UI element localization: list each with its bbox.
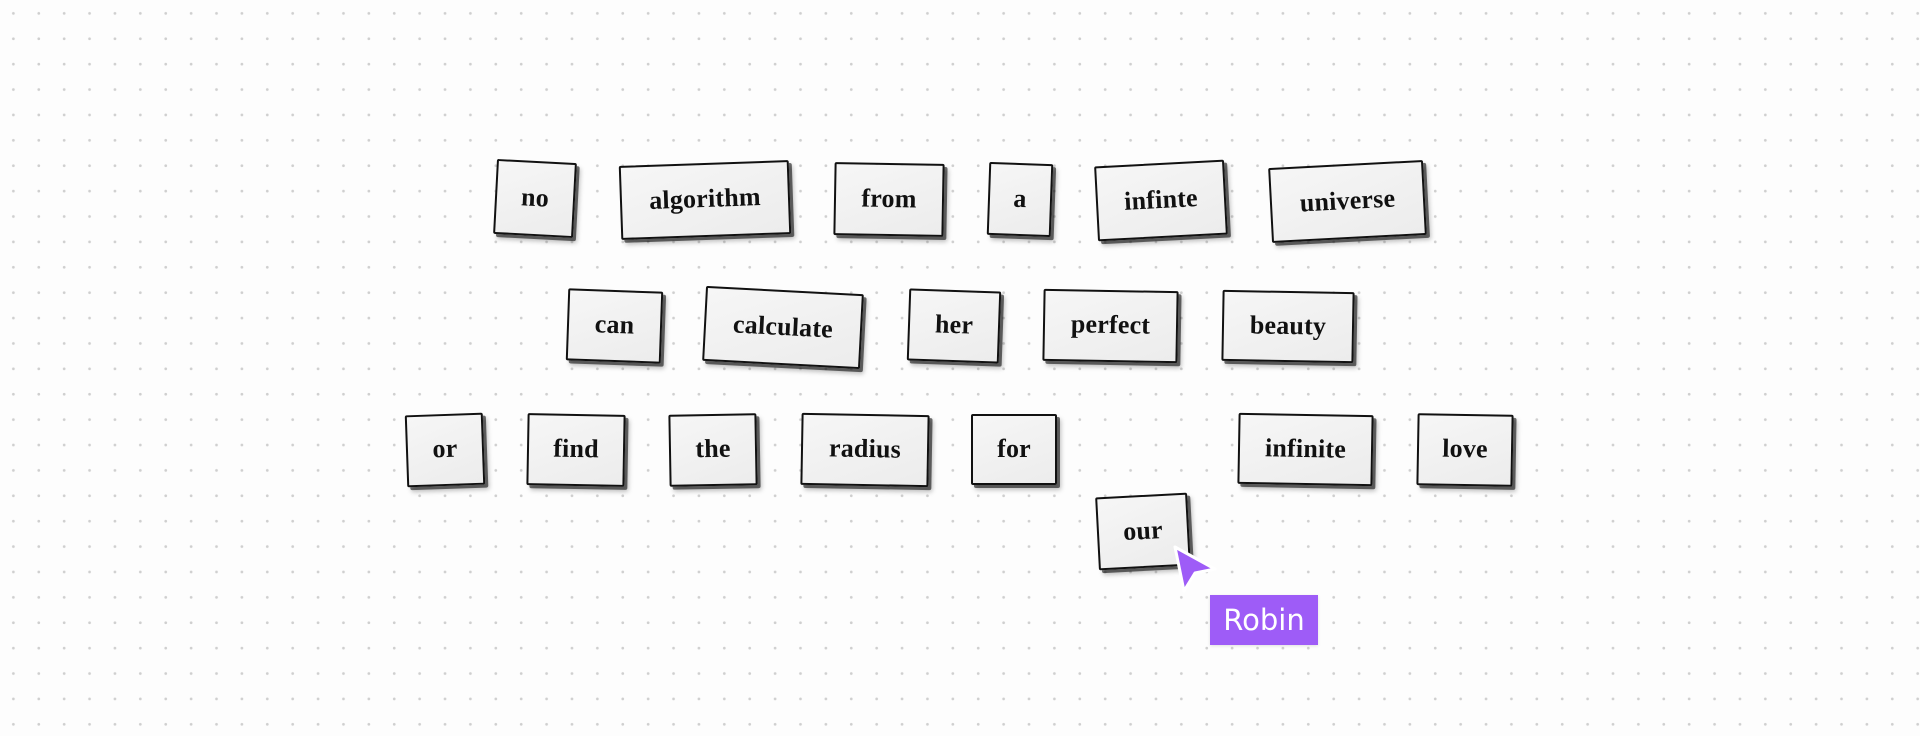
word-label: algorithm [648, 182, 762, 215]
word-label: radius [828, 433, 902, 464]
word-tile-love[interactable]: love [1416, 413, 1514, 487]
word-tile-infinite[interactable]: infinite [1237, 412, 1374, 487]
word-tile-calculate[interactable]: calculate [702, 285, 864, 370]
word-tile-from[interactable]: from [833, 162, 945, 237]
word-tile-a[interactable]: a [986, 161, 1054, 238]
word-tile-infinte[interactable]: infinte [1094, 159, 1228, 242]
collaborator-name-label: Robin [1210, 595, 1318, 645]
word-label: find [552, 433, 600, 464]
word-label: beauty [1249, 309, 1327, 341]
word-tile-perfect[interactable]: perfect [1042, 288, 1179, 364]
word-label: her [934, 309, 974, 340]
word-tile-find[interactable]: find [526, 413, 626, 487]
word-tile-radius[interactable]: radius [800, 412, 930, 488]
word-label: no [520, 181, 550, 213]
word-tile-no[interactable]: no [493, 158, 577, 239]
word-label: a [1012, 183, 1028, 213]
word-tile-her[interactable]: her [906, 288, 1002, 364]
word-label: infinte [1123, 182, 1199, 216]
word-label: perfect [1070, 309, 1151, 340]
word-label: from [861, 183, 917, 213]
word-tile-algorithm[interactable]: algorithm [618, 160, 792, 240]
word-label: our [1122, 514, 1164, 546]
word-tile-beauty[interactable]: beauty [1221, 289, 1355, 364]
word-tile-for[interactable]: for [971, 414, 1057, 485]
pointer-cursor-icon [1173, 545, 1217, 593]
word-label: calculate [732, 308, 834, 344]
word-tile-or[interactable]: or [404, 412, 486, 488]
word-label: or [431, 433, 458, 464]
word-label: infinite [1264, 432, 1347, 464]
word-label: can [594, 309, 635, 340]
word-tile-universe[interactable]: universe [1268, 159, 1427, 244]
word-label: the [695, 433, 731, 464]
word-label: love [1441, 433, 1489, 464]
word-tile-the[interactable]: the [668, 413, 758, 487]
word-label: universe [1298, 183, 1396, 217]
word-tile-can[interactable]: can [565, 288, 664, 364]
word-label: for [997, 433, 1031, 463]
